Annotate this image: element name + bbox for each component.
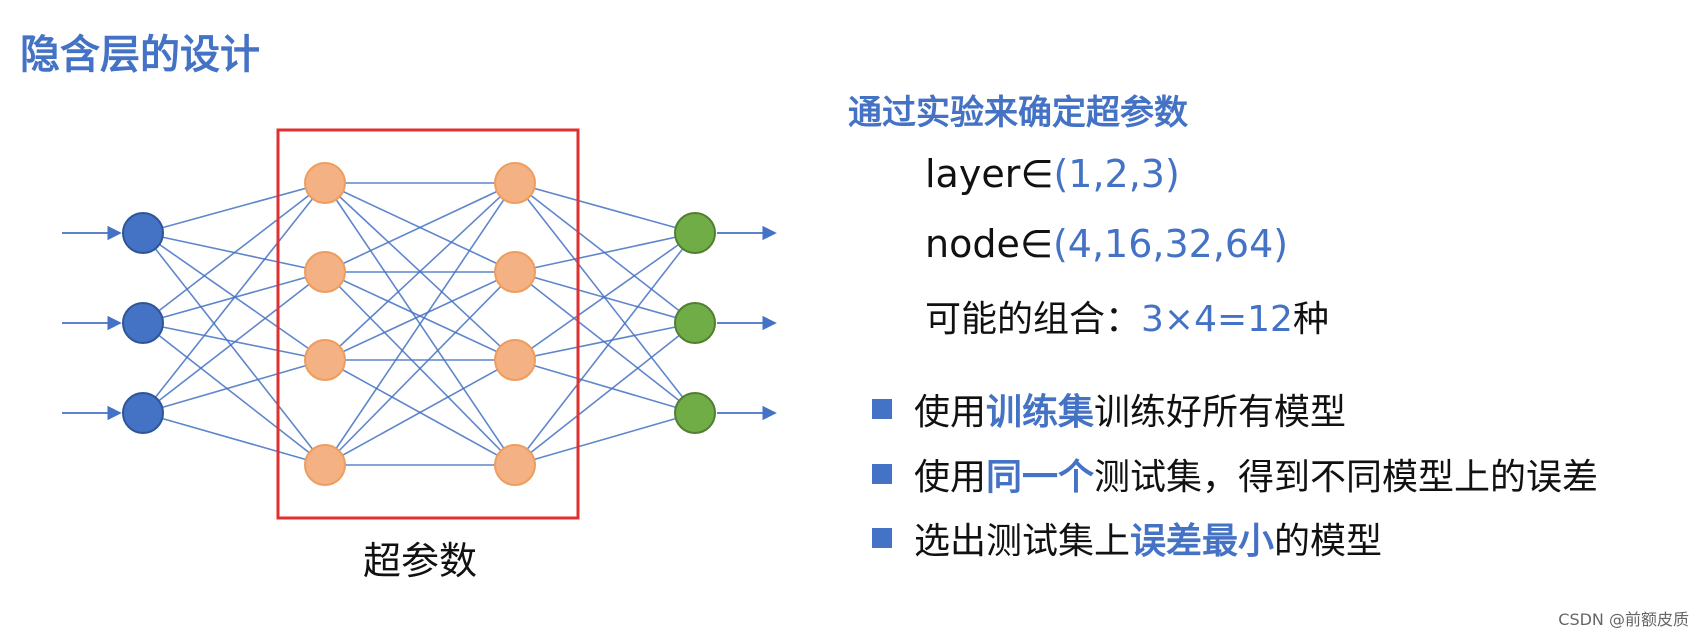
connection-edge (324, 182, 516, 273)
connection-edge (324, 271, 516, 361)
connection-edge (514, 322, 696, 466)
bullet-text: 使用 (914, 457, 987, 498)
input-neuron (122, 212, 164, 254)
connection-edge (142, 182, 326, 414)
node-name: node (925, 222, 1020, 266)
hidden-neuron (304, 444, 346, 486)
output-neuron (674, 392, 716, 434)
connection-edge (514, 182, 696, 234)
connection-edge (514, 271, 696, 324)
connection-edge (514, 412, 696, 466)
hidden-neuron (304, 251, 346, 293)
hidden-neuron (304, 162, 346, 204)
connection-edge (514, 322, 696, 361)
page-title: 隐含层的设计 (20, 32, 260, 78)
combination-value: 3×4=12 (1141, 299, 1293, 340)
connection-edge (324, 182, 516, 361)
bullet-highlight: 同一个 (986, 457, 1095, 498)
element-of-symbol: ∈ (1020, 152, 1054, 196)
node-set: (4,16,32,64) (1052, 222, 1289, 266)
element-of-symbol: ∈ (1019, 222, 1053, 266)
bullet-square-icon (872, 464, 892, 484)
bullet-text: 选出测试集上 (914, 521, 1131, 562)
input-neuron (122, 392, 164, 434)
bullet-square-icon (872, 528, 892, 548)
connection-edge (514, 271, 696, 414)
io-arrows (62, 225, 777, 421)
connection-edge (514, 232, 696, 273)
network-diagram (62, 128, 777, 520)
combination-label: 可能的组合： (925, 299, 1142, 340)
connection-edge (142, 359, 326, 414)
connection-edge (142, 182, 326, 324)
hyperparameter-label: 超参数 (363, 539, 478, 583)
bullet-item: 选出测试集上误差最小的模型 (872, 512, 1382, 564)
combination-count: 可能的组合：3×4=12种 (925, 290, 1329, 342)
bullet-text: 测试集，得到不同模型上的误差 (1094, 457, 1599, 498)
layer-range: layer∈(1,2,3) (925, 152, 1180, 196)
input-neuron (122, 302, 164, 344)
hidden-neuron (494, 444, 536, 486)
bullet-highlight: 误差最小 (1130, 521, 1275, 562)
connection-edge (142, 412, 326, 466)
connection-edge (514, 232, 696, 466)
connection-edge (142, 232, 326, 361)
hyperparameter-box (276, 128, 580, 520)
bullet-text: 训练好所有模型 (1094, 392, 1347, 433)
bullet-square-icon (872, 399, 892, 419)
output-neuron (674, 302, 716, 344)
bullet-item: 使用训练集训练好所有模型 (872, 383, 1346, 435)
hidden-neuron (494, 339, 536, 381)
watermark: CSDN @前额皮质 (1558, 610, 1689, 629)
combination-suffix: 种 (1292, 299, 1329, 340)
bullet-highlight: 训练集 (986, 392, 1095, 433)
bullet-text: 的模型 (1274, 521, 1383, 562)
output-neuron (674, 212, 716, 254)
node-range: node∈(4,16,32,64) (925, 222, 1288, 266)
bullet-item: 使用同一个测试集，得到不同模型上的误差 (872, 448, 1598, 500)
layer-name: layer (925, 152, 1021, 196)
network-nodes (122, 162, 716, 486)
connection-edge (514, 359, 696, 414)
connection-edge (142, 232, 326, 466)
bullet-text: 使用 (914, 392, 987, 433)
experiment-heading: 通过实验来确定超参数 (848, 93, 1188, 133)
hidden-neuron (304, 339, 346, 381)
layer-set: (1,2,3) (1053, 152, 1180, 196)
hidden-neuron (494, 162, 536, 204)
connection-edge (324, 271, 516, 466)
connection-edge (514, 232, 696, 361)
connection-edge (324, 359, 516, 466)
hidden-neuron (494, 251, 536, 293)
connection-edges (142, 182, 696, 466)
connection-edge (142, 322, 326, 466)
connection-edge (142, 271, 326, 414)
connection-edge (142, 182, 326, 234)
connection-edge (324, 182, 516, 466)
